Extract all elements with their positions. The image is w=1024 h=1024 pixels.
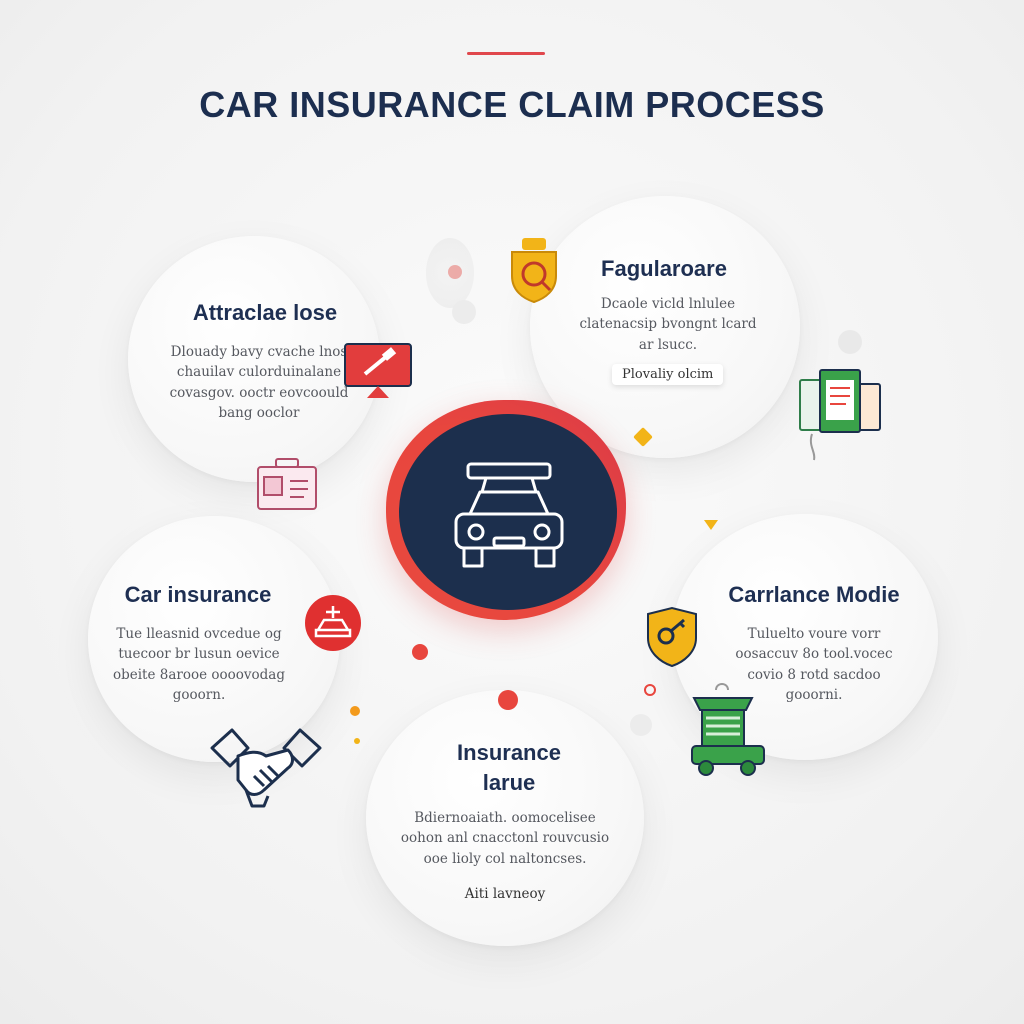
- shield-key-icon: [647, 606, 697, 668]
- step-heading-top-left: Attraclae lose: [192, 300, 338, 325]
- decor-dot: [412, 644, 428, 660]
- step-bubble-top-right: [530, 196, 800, 458]
- step-body-bottom: Bdiernoaiath. oomocelisee oohon anl cnac…: [400, 810, 610, 867]
- step-caption-bottom: Aiti lavneoy: [464, 886, 546, 902]
- step-heading-mid-left: Car insurance: [124, 582, 272, 607]
- step-body-top-right: Dcaole vicld lnlulee clatenacsip bvongnt…: [579, 296, 757, 353]
- shield-badge-icon: [511, 238, 557, 304]
- step-bubble-top-left: [128, 236, 380, 482]
- decor-dot: [350, 706, 360, 716]
- briefcase-icon: [257, 458, 317, 510]
- decor-dot: [426, 238, 474, 308]
- car-icon: [454, 462, 564, 568]
- handshake-icon: [210, 728, 322, 808]
- decor-dot: [498, 690, 518, 710]
- step-body-top-left: Dlouady bavy cvache lnos chauilav culord…: [169, 344, 349, 421]
- decor-dot: [452, 300, 476, 324]
- step-heading-bottom: Insurance larue: [457, 740, 561, 796]
- title-accent-line: [467, 52, 545, 55]
- monitor-hammer-icon: [344, 343, 412, 398]
- step-body-mid-left: Tue lleasnid ovcedue og tuecoor br lusun…: [112, 626, 285, 703]
- tow-truck-icon: [691, 683, 765, 776]
- decor-dot: [704, 520, 718, 530]
- center-hub: [399, 414, 617, 610]
- page-title: CAR INSURANCE CLAIM PROCESS: [199, 84, 825, 125]
- claim-button[interactable]: Plovaliy olcim: [612, 364, 724, 385]
- decor-dot: [644, 684, 656, 696]
- decor-dot: [838, 330, 862, 354]
- step-bubble-bottom: [366, 690, 644, 946]
- step-bubble-mid-left: [88, 516, 340, 762]
- step-heading-top-right: Fagularoare: [601, 256, 727, 281]
- car-repair-icon: [305, 595, 361, 651]
- decor-dot: [354, 738, 360, 744]
- decor-dot: [630, 714, 652, 736]
- step-heading-mid-right: Carrlance Modie: [728, 582, 900, 607]
- step-body-mid-right: Tuluelto voure vorr oosaccuv 8o tool.voc…: [735, 626, 893, 703]
- documents-icon: [799, 369, 881, 461]
